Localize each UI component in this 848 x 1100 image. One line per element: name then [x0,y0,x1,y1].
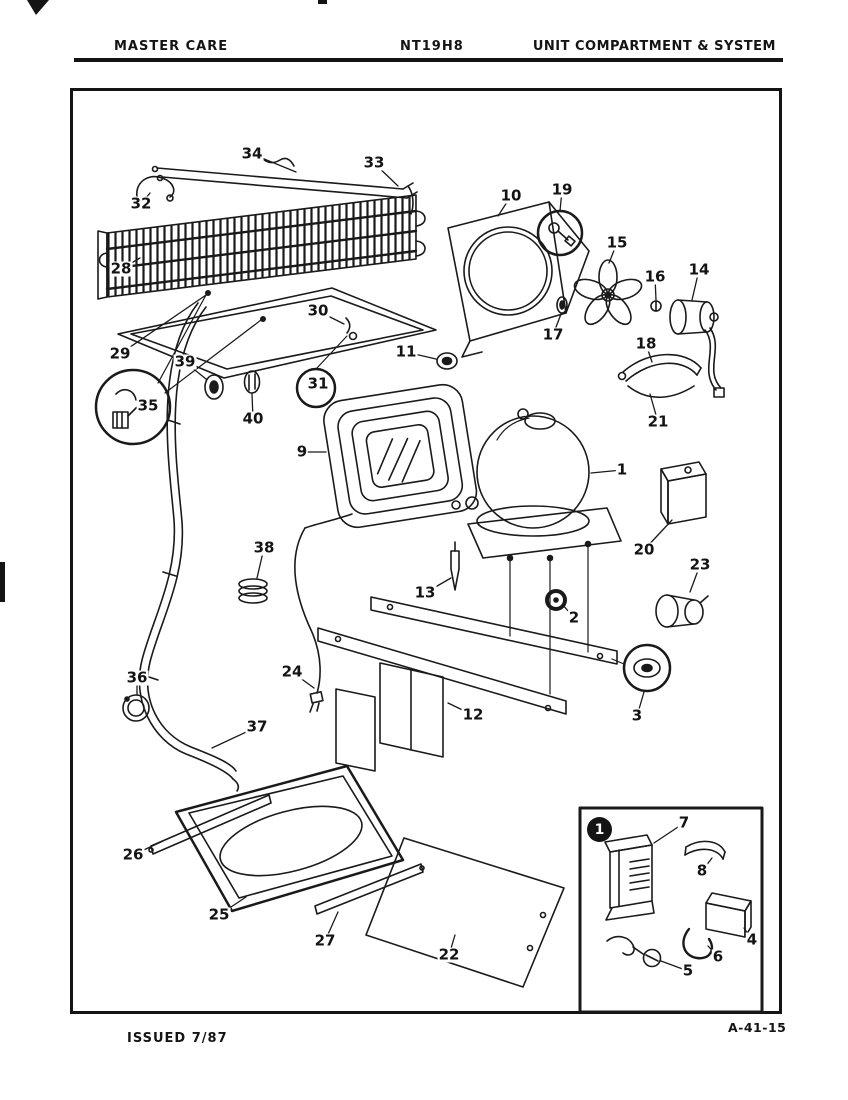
issued-date: ISSUED 7/87 [127,1031,228,1046]
wire-shelf-29 [117,287,437,379]
inset-screw-5 [606,935,662,968]
leader-line-23 [689,564,701,593]
leader-line-20 [643,519,673,551]
scan-artifacts [0,0,327,602]
tube-loop-36 [122,694,150,722]
inset-clip-8 [684,840,726,860]
detail-circle-3 [611,643,672,693]
leader-line-25 [218,896,247,916]
compressor-1 [451,408,622,695]
inset-badge-number: 1 [594,821,605,838]
leader-line-40 [251,393,254,420]
tube-32 [136,175,175,204]
leader-line-18 [645,343,653,363]
leader-line-29 [119,294,207,355]
inset-cover-4 [705,892,752,938]
pan-rail-26 [148,794,272,855]
inset-relay-7 [604,834,655,921]
leader-line-8 [701,857,713,872]
leader-line-11 [405,351,437,360]
relay-20 [660,461,707,525]
leader-line-38 [256,547,265,579]
leader-line-16 [654,276,657,301]
coil-38 [238,578,268,604]
leader-line-5 [660,960,689,972]
cover-panel-22 [365,837,565,988]
pan-rail-27 [314,863,425,915]
leader-line-3 [636,691,645,717]
wire-harness-24 [294,527,324,713]
leader-line-30 [317,310,345,325]
grommet-16 [650,300,662,312]
overload-23 [655,594,709,628]
fan-shroud-10 [447,201,590,358]
detail-circle-35 [94,294,262,446]
leader-line-1 [590,469,623,474]
leader-line-12 [447,702,474,716]
leader-line-26 [132,840,164,856]
grommet-11 [436,352,458,370]
fan-motor-14 [669,299,725,398]
leader-line-27 [324,911,339,942]
leader-line-34 [251,153,297,173]
motor-bracket-18-21 [617,353,702,398]
model-number: NT19H8 [400,39,464,54]
leader-line-13 [424,577,452,594]
grommet-40 [243,370,261,394]
condenser-coil-28 [97,194,426,300]
stud-13 [450,541,460,591]
leader-line-14 [691,269,700,301]
page-code: A-41-15 [728,1020,787,1035]
header-rule [74,58,783,62]
clip-30 [345,317,358,341]
grommet-2 [545,589,567,611]
leader-line-22 [448,934,456,956]
leader-line-32 [140,192,151,205]
unit-cover-9 [304,383,478,529]
section-title: UNIT COMPARTMENT & SYSTEM [532,39,776,54]
leader-line-24 [291,671,315,689]
leader-line-15 [608,242,618,264]
mounting-rails-12 [317,596,618,772]
leader-line-19 [559,189,563,212]
drain-pan-25 [174,764,405,913]
leader-line-33 [373,162,399,187]
grommet-39 [204,374,224,400]
leader-line-2 [562,604,575,619]
inset-wire-6 [682,927,714,960]
detail-circle-19 [536,209,584,257]
inset-badge: 1 [587,817,612,842]
grommet-17 [556,296,568,314]
diagram-frame [70,88,782,1014]
leader-line-37 [211,726,258,749]
brand-title: MASTER CARE [114,39,229,54]
fan-blade-15 [573,259,643,326]
leader-line-7 [653,822,685,844]
leader-line-21 [649,393,659,423]
